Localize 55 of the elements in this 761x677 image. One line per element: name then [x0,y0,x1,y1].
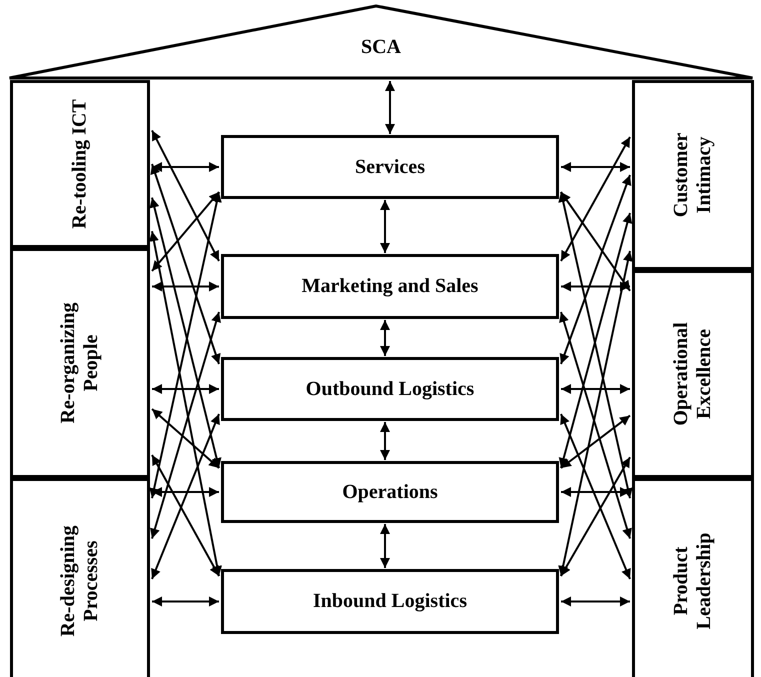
process-box [221,135,559,199]
double-arrow [560,456,631,576]
double-arrow [380,200,390,253]
double-arrow [561,162,630,172]
box-label: Marketing and Sales [302,275,478,298]
double-arrow [152,596,219,606]
double-arrow [558,212,632,468]
pillar-box [10,80,150,248]
pillar-box [10,478,150,677]
double-arrow [558,250,633,576]
double-arrow [561,384,630,394]
process-box [221,461,559,523]
process-box [221,254,559,319]
box-label: Outbound Logistics [306,378,474,400]
double-arrow [150,164,221,364]
double-arrow [152,162,219,172]
double-arrow [380,422,390,460]
double-arrow [380,524,390,568]
double-arrow [380,320,390,356]
double-arrow [151,130,220,262]
double-arrow [561,282,630,292]
pillar-label: Product Leadership [670,531,716,631]
pillar-label: Re-designing Processes [57,524,103,638]
double-arrow [151,191,220,272]
double-arrow [560,414,631,580]
double-arrow [151,414,220,580]
double-arrow [150,312,221,539]
double-arrow [558,192,633,498]
box-label: Operations [342,480,438,504]
roof-label: SCA [360,36,401,59]
double-arrow [560,414,631,469]
double-arrow [560,136,631,262]
double-arrow [152,384,219,394]
pillar-box [632,478,754,677]
pillar-label: Operational Excellence [670,321,716,428]
pillar-label: Re-tooling ICT [68,98,92,231]
pillar-box [632,270,754,478]
process-box [221,569,559,634]
box-label: Inbound Logistics [313,590,467,613]
double-arrow [385,81,395,134]
pillar-label: Re-organizing People [57,301,103,426]
double-arrow [561,596,630,606]
pillar-box [632,80,754,270]
process-box [221,357,559,421]
double-arrow [152,282,219,292]
double-arrow [151,408,220,469]
box-label: Services [355,156,425,178]
double-arrow [149,231,222,576]
double-arrow [560,191,631,292]
pillar-label: Customer Intimacy [670,132,716,220]
roof-shape [8,4,754,80]
pillar-box [10,248,150,478]
double-arrow [151,454,220,576]
double-arrow [559,312,632,539]
double-arrow [560,174,632,364]
